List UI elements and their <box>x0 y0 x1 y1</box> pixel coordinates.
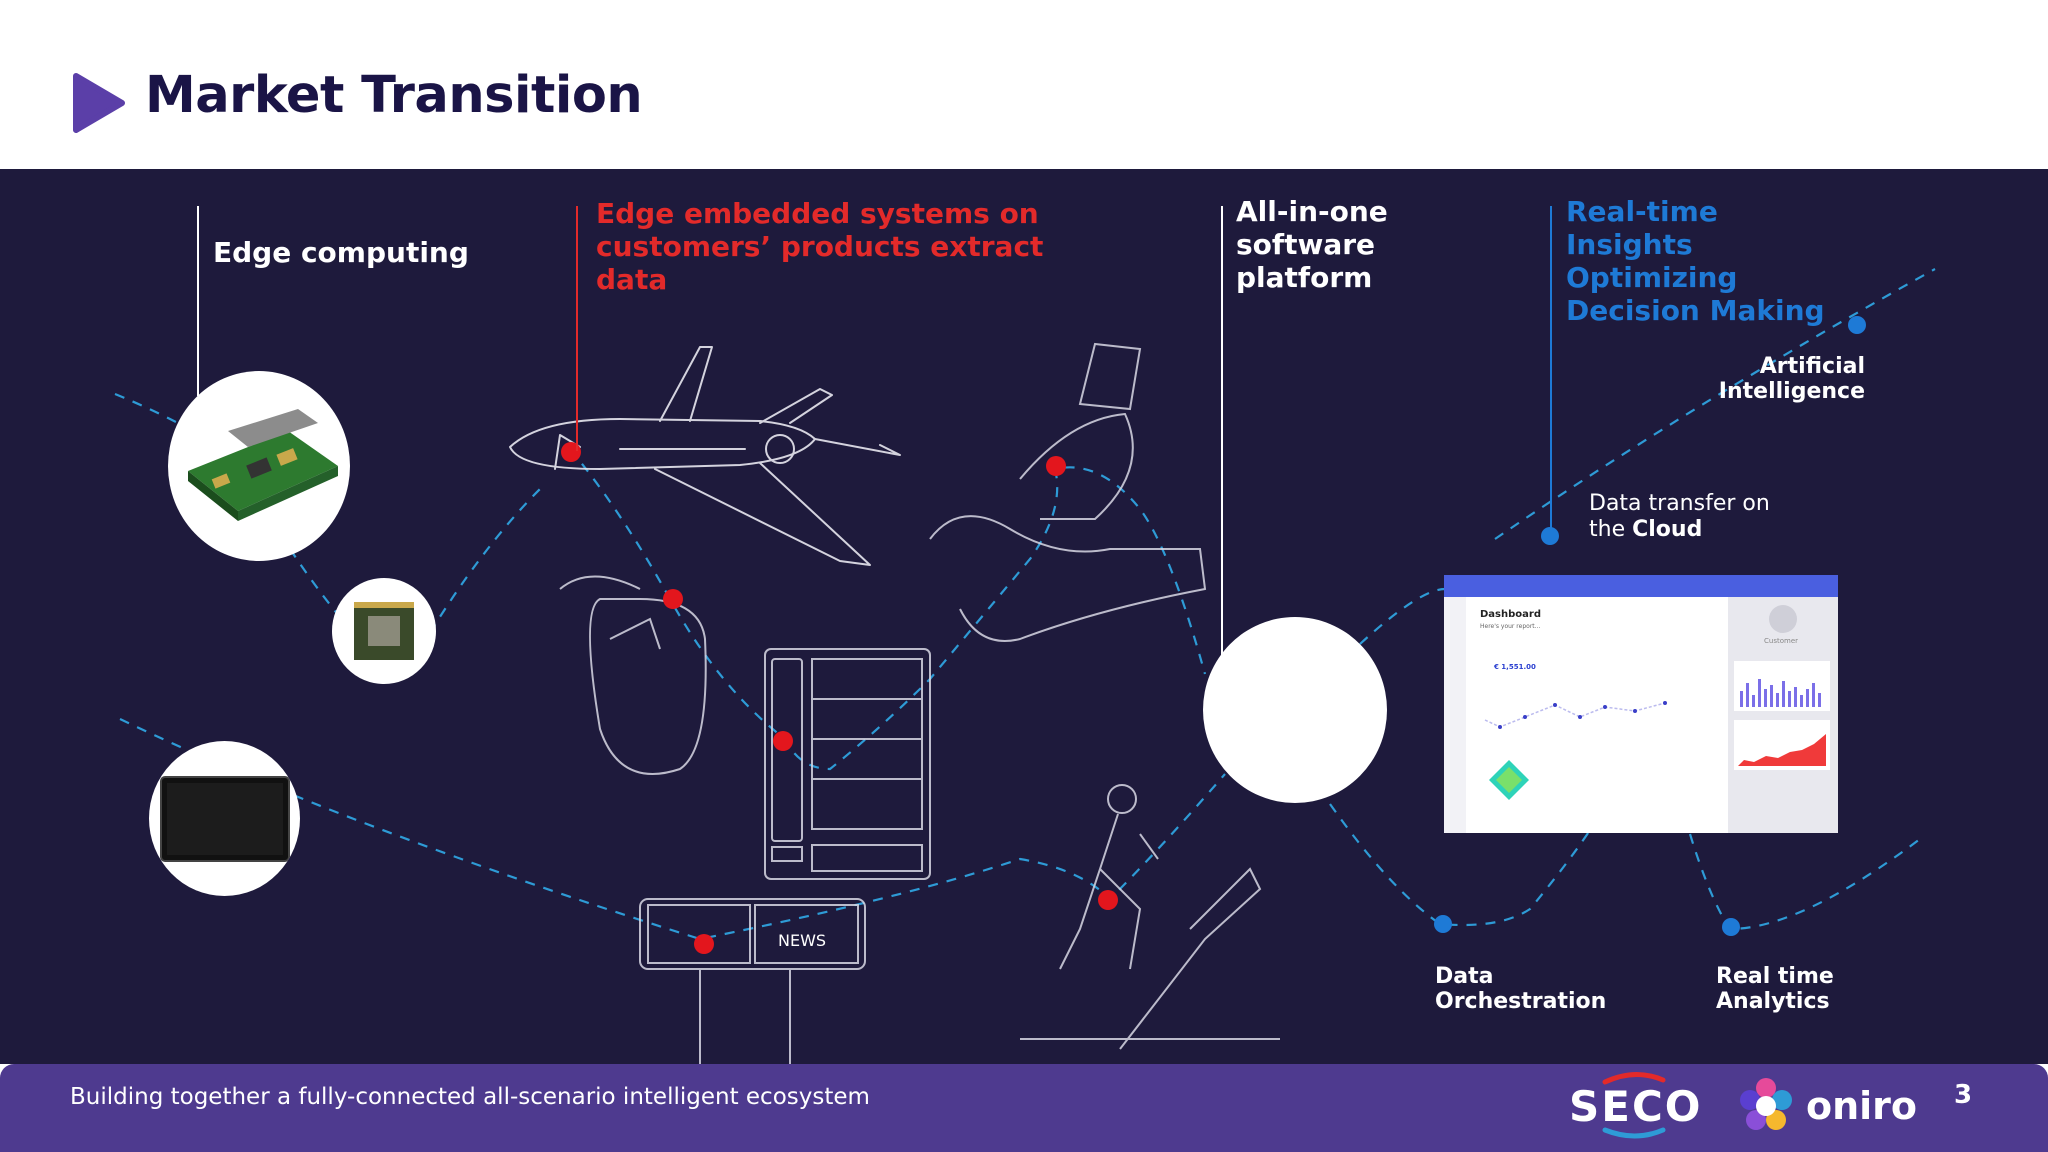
medical-illustration <box>929 342 1207 642</box>
monitor-icon <box>160 776 290 862</box>
platform-label: All-in-one software platform <box>1236 195 1388 294</box>
insights-label: Real-time Insights Optimizing Decision M… <box>1566 195 1825 327</box>
treadmill-illustration <box>1020 784 1280 1050</box>
dashboard-screenshot: Dashboard Here's your report... € 1,551.… <box>1444 575 1838 833</box>
dashboard-topbar <box>1444 575 1838 597</box>
edge-computing-label: Edge computing <box>213 236 469 269</box>
display-panel-circle <box>149 741 300 896</box>
seco-logo: SECO <box>1565 1068 1705 1142</box>
oniro-flower-icon <box>1740 1078 1792 1130</box>
edge-data-points <box>561 442 1118 954</box>
orchestration-label: Data Orchestration <box>1435 964 1607 1014</box>
slide-header: Market Transition <box>0 0 2048 169</box>
edge-embedded-line <box>576 206 578 451</box>
seco-swoosh-icon <box>1602 1072 1666 1139</box>
dashboard-subtitle: Here's your report... <box>1480 623 1541 630</box>
page-title: Market Transition <box>145 66 643 125</box>
dashboard-pie-chart <box>1489 760 1529 800</box>
news-display-illustration <box>639 898 866 1064</box>
dashboard-value: € 1,551.00 <box>1494 663 1536 671</box>
insights-line <box>1550 206 1552 536</box>
bag-illustration <box>559 575 707 775</box>
vending-machine-illustration <box>764 648 931 880</box>
footer-tagline: Building together a fully-connected all-… <box>70 1084 870 1110</box>
analytics-label: Real time Analytics <box>1716 964 1834 1014</box>
som-module-circle <box>332 578 436 684</box>
ai-label: Artificial Intelligence <box>1718 354 1865 404</box>
dashboard-area-chart <box>1734 720 1830 770</box>
dashboard-sidebar <box>1444 597 1466 833</box>
main-diagram: Edge computing Edge embedded systems on … <box>0 169 2048 1064</box>
dashboard-line-chart <box>1484 701 1667 729</box>
oniro-wordmark: oniro <box>1806 1084 1918 1128</box>
customer-label: Customer <box>1764 637 1799 645</box>
chip-module-icon <box>354 602 414 660</box>
cloud-label: Data transfer on the Cloud <box>1589 491 1770 542</box>
customer-avatar <box>1769 605 1797 633</box>
dashboard-title: Dashboard <box>1480 609 1541 620</box>
network-diagram <box>114 268 1936 1064</box>
dashboard-bar-chart <box>1734 661 1830 711</box>
slide-footer <box>0 1064 2048 1152</box>
platform-line <box>1221 206 1223 666</box>
play-triangle-icon <box>73 73 125 133</box>
edge-board-circle <box>168 371 350 561</box>
platform-circle <box>1203 617 1387 803</box>
page-number: 3 <box>1954 1080 1973 1110</box>
circuit-board-icon <box>188 409 338 521</box>
edge-embedded-label: Edge embedded systems on customers’ prod… <box>596 197 1044 296</box>
edge-computing-line <box>197 206 199 396</box>
oniro-logo: oniro <box>1736 1070 1918 1140</box>
dashboard-right-panel <box>1728 597 1838 833</box>
cloud-data-points <box>1434 316 1866 936</box>
news-label: NEWS <box>778 931 827 950</box>
seco-wordmark: SECO <box>1569 1082 1703 1131</box>
